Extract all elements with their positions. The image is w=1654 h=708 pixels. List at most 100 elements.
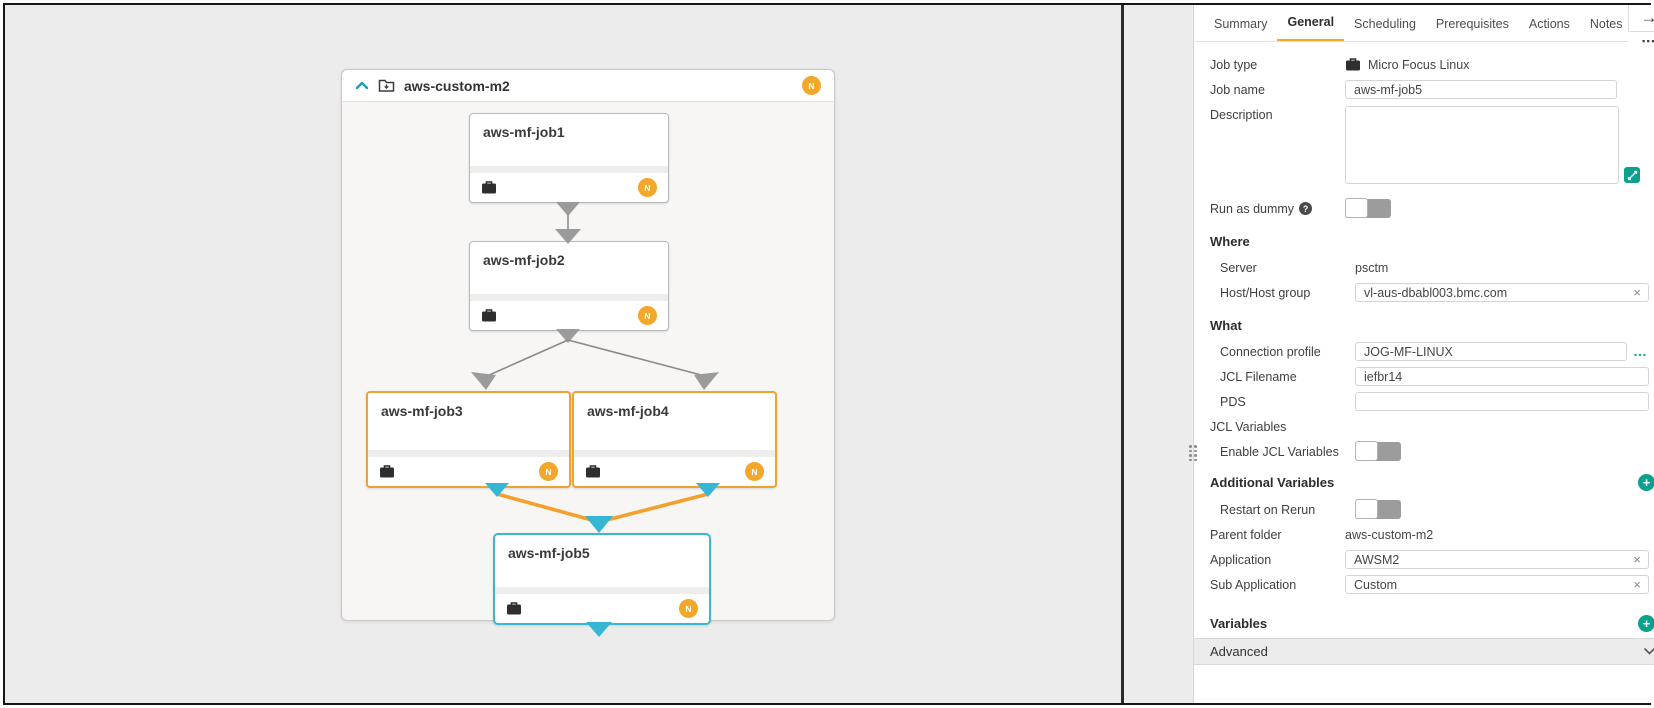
server-value: psctm — [1355, 260, 1389, 275]
new-badge: N — [539, 462, 558, 481]
job-title: aws-mf-job3 — [381, 403, 463, 419]
row-host: Host/Host group × — [1194, 280, 1654, 305]
row-jcl-filename: JCL Filename — [1194, 364, 1654, 389]
briefcase-icon — [482, 181, 496, 194]
row-restart-on-rerun: Restart on Rerun — [1194, 497, 1654, 522]
connection-profile-label: Connection profile — [1220, 344, 1321, 359]
job-name-input[interactable] — [1345, 80, 1617, 99]
job-node-aws-mf-job5-selected[interactable]: aws-mf-job5 N — [493, 533, 711, 625]
panel-tabbar: Summary General Scheduling Prerequisites… — [1194, 5, 1654, 42]
tab-actions[interactable]: Actions — [1528, 16, 1570, 31]
connection-profile-input[interactable] — [1355, 342, 1627, 361]
job-footer: N — [470, 166, 668, 202]
row-connection-profile: Connection profile … — [1194, 339, 1654, 364]
clear-sub-application-icon[interactable]: × — [1633, 577, 1641, 592]
splitter-grip[interactable] — [1189, 445, 1197, 461]
job-footer: N — [495, 587, 709, 623]
description-textarea[interactable] — [1345, 106, 1640, 184]
chevron-down-icon — [1644, 648, 1654, 655]
row-parent-folder: Parent folder aws-custom-m2 — [1194, 522, 1654, 547]
enable-jcl-variables-label: Enable JCL Variables — [1220, 444, 1339, 459]
job-footer: N — [574, 450, 775, 486]
new-badge: N — [745, 462, 764, 481]
row-sub-application: Sub Application × — [1194, 572, 1654, 597]
browse-connection-profiles-icon[interactable]: … — [1633, 342, 1649, 359]
folder-new-badge: N — [802, 76, 821, 95]
enable-jcl-variables-toggle[interactable] — [1355, 441, 1401, 461]
variables-label: Variables — [1210, 616, 1268, 631]
collapse-chevron-up-icon[interactable] — [355, 81, 369, 90]
application-label: Application — [1210, 552, 1272, 567]
advanced-section-toggle[interactable]: Advanced — [1194, 638, 1654, 665]
add-additional-variable-button[interactable]: + — [1638, 474, 1654, 491]
help-icon[interactable]: ? — [1299, 202, 1313, 215]
jcl-filename-input[interactable] — [1355, 367, 1649, 386]
job-title: aws-mf-job5 — [508, 545, 590, 561]
add-variable-button[interactable]: + — [1638, 615, 1654, 632]
job-title: aws-mf-job1 — [483, 124, 565, 140]
tab-notes[interactable]: Notes — [1589, 16, 1623, 31]
briefcase-icon — [507, 602, 521, 615]
row-description: Description — [1194, 106, 1654, 188]
folder-title: aws-custom-m2 — [404, 77, 510, 94]
section-what: What — [1210, 318, 1242, 333]
folder-header[interactable]: aws-custom-m2 N — [342, 70, 834, 102]
row-enable-jcl-variables: Enable JCL Variables — [1194, 439, 1654, 464]
job-title: aws-mf-job4 — [587, 403, 669, 419]
additional-variables-label: Additional Variables — [1210, 475, 1335, 490]
job-footer: N — [368, 450, 569, 486]
tab-scheduling[interactable]: Scheduling — [1354, 16, 1416, 31]
row-server: Server psctm — [1194, 255, 1654, 280]
pds-input[interactable] — [1355, 392, 1649, 411]
restart-on-rerun-label: Restart on Rerun — [1220, 502, 1316, 517]
new-badge: N — [638, 178, 657, 197]
panel-overflow-menu-icon[interactable]: ▪▪▪ — [1641, 36, 1654, 46]
application-input[interactable] — [1345, 550, 1649, 569]
workflow-canvas[interactable]: aws-custom-m2 N aws-m — [5, 5, 1124, 703]
properties-panel: Summary General Scheduling Prerequisites… — [1189, 5, 1654, 703]
job-type-label: Job type — [1210, 57, 1258, 72]
clear-host-icon[interactable]: × — [1633, 285, 1641, 300]
job-name-label: Job name — [1210, 82, 1265, 97]
row-variables: Variables + — [1210, 615, 1654, 632]
briefcase-icon — [1346, 58, 1360, 71]
job-footer: N — [470, 294, 668, 330]
row-jcl-variables: JCL Variables — [1194, 414, 1654, 439]
briefcase-icon — [586, 465, 600, 478]
restart-on-rerun-toggle[interactable] — [1355, 499, 1401, 519]
job-type-value: Micro Focus Linux — [1368, 57, 1470, 72]
jcl-variables-label: JCL Variables — [1210, 419, 1287, 434]
tab-general[interactable]: General — [1277, 5, 1345, 42]
app-window: aws-custom-m2 N aws-m — [3, 3, 1654, 705]
job-title: aws-mf-job2 — [483, 252, 565, 268]
host-label: Host/Host group — [1220, 285, 1311, 300]
pds-label: PDS — [1220, 394, 1246, 409]
advanced-label: Advanced — [1210, 644, 1268, 659]
sub-application-input[interactable] — [1345, 575, 1649, 594]
tabbar-divider — [1194, 41, 1628, 42]
parent-folder-value: aws-custom-m2 — [1345, 527, 1434, 542]
expand-description-icon[interactable] — [1624, 167, 1640, 183]
jcl-filename-label: JCL Filename — [1220, 369, 1297, 384]
job-node-aws-mf-job2[interactable]: aws-mf-job2 N — [469, 241, 669, 331]
row-pds: PDS — [1194, 389, 1654, 414]
row-job-name: Job name — [1194, 77, 1654, 102]
row-application: Application × — [1194, 547, 1654, 572]
briefcase-icon — [482, 309, 496, 322]
job-node-aws-mf-job3[interactable]: aws-mf-job3 N — [366, 391, 571, 488]
folder-icon — [378, 79, 395, 92]
row-run-as-dummy: Run as dummy ? — [1194, 196, 1654, 221]
run-as-dummy-label: Run as dummy ? — [1210, 202, 1345, 216]
job-node-aws-mf-job4[interactable]: aws-mf-job4 N — [572, 391, 777, 488]
clear-application-icon[interactable]: × — [1633, 552, 1641, 567]
server-label: Server — [1220, 260, 1257, 275]
collapse-panel-arrow-icon[interactable]: → — [1628, 5, 1654, 32]
host-input[interactable] — [1355, 283, 1649, 302]
job-node-aws-mf-job1[interactable]: aws-mf-job1 N — [469, 113, 669, 203]
tab-prerequisites[interactable]: Prerequisites — [1435, 16, 1509, 31]
splitter-gutter — [1124, 5, 1193, 703]
parent-folder-label: Parent folder — [1210, 527, 1282, 542]
tab-summary[interactable]: Summary — [1214, 16, 1268, 31]
new-badge: N — [679, 599, 698, 618]
run-as-dummy-toggle[interactable] — [1345, 198, 1391, 218]
